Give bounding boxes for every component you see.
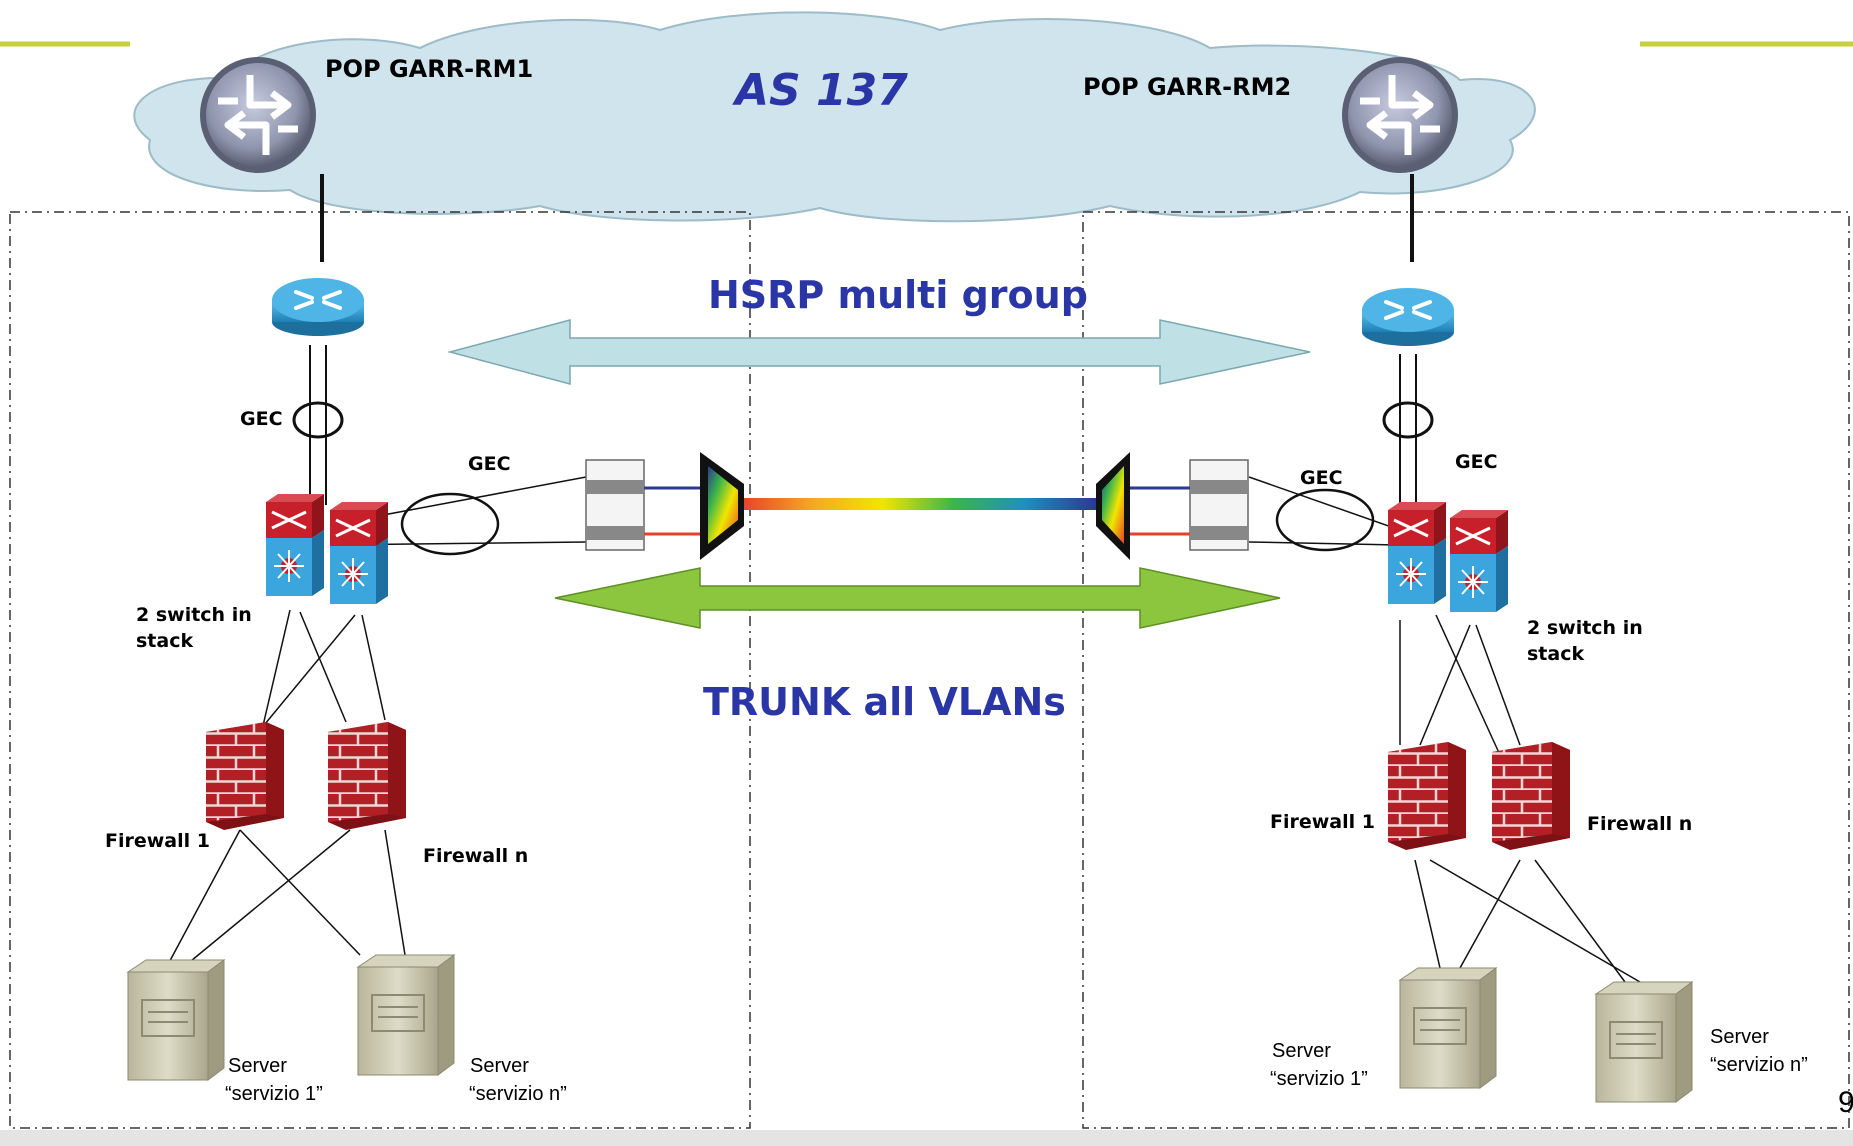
footer-band — [0, 1130, 1853, 1146]
optical-module-right — [1189, 459, 1249, 551]
left-server-n-label-2: “servizio n” — [469, 1083, 567, 1105]
cisco-router-left-icon — [270, 276, 366, 338]
dwdm-fiber-link — [740, 498, 1096, 510]
left-server-1-label-2: “servizio 1” — [225, 1083, 323, 1105]
switch-stack-left-icon — [264, 492, 390, 606]
cloud — [133, 11, 1536, 223]
pop-left-label: POP GARR-RM1 — [325, 55, 533, 83]
right-lower-links — [1399, 614, 1641, 983]
left-server-1-label-1: Server — [228, 1055, 287, 1077]
right-switch-stack-label-2: stack — [1527, 643, 1584, 665]
optical-module-left — [585, 459, 645, 551]
juniper-router-left-icon — [200, 57, 316, 173]
right-server-1-label-2: “servizio 1” — [1270, 1068, 1368, 1090]
firewall-1-right-icon — [1388, 742, 1466, 850]
hsrp-arrow — [447, 319, 1311, 385]
dwdm-prism-left-icon — [700, 452, 744, 560]
switch-mux-links-right — [1248, 476, 1401, 546]
firewall-1-left-icon — [206, 722, 284, 830]
dwdm-prism-right-icon — [1096, 452, 1130, 560]
trunk-arrow — [554, 567, 1281, 629]
server-1-right-icon — [1399, 967, 1497, 1089]
left-server-n-label-1: Server — [470, 1055, 529, 1077]
left-switch-stack-label-1: 2 switch in — [136, 604, 252, 626]
as-number-label: AS 137 — [732, 65, 908, 116]
pop-right-label: POP GARR-RM2 — [1083, 73, 1291, 101]
right-server-n-label-1: Server — [1710, 1026, 1769, 1048]
gec-ring-right — [1382, 401, 1434, 439]
server-1-left-icon — [127, 959, 225, 1081]
switch-stack-right-icon — [1386, 500, 1510, 614]
server-n-left-icon — [357, 954, 455, 1076]
right-firewall-1-label: Firewall 1 — [1270, 811, 1375, 833]
trunk-label: TRUNK all VLANs — [703, 680, 1066, 724]
left-lower-links — [164, 609, 406, 971]
gec-ring-left — [292, 401, 344, 439]
right-firewall-n-label: Firewall n — [1587, 813, 1692, 835]
left-site-box — [9, 211, 751, 1129]
router-switch-links-left — [309, 345, 327, 512]
right-site-box — [1082, 211, 1850, 1129]
left-firewall-1-label: Firewall 1 — [105, 830, 210, 852]
gec-link-ring-left — [400, 492, 500, 556]
page-number: 9 — [1838, 1086, 1853, 1119]
right-server-n-label-2: “servizio n” — [1710, 1054, 1808, 1076]
right-gec-router-label: GEC — [1455, 451, 1498, 473]
left-switch-stack-label-2: stack — [136, 630, 193, 652]
left-firewall-n-label: Firewall n — [423, 845, 528, 867]
gec-link-ring-right — [1275, 488, 1375, 552]
left-gec-link-label: GEC — [468, 453, 511, 475]
firewall-n-right-icon — [1492, 742, 1570, 850]
right-switch-stack-label-1: 2 switch in — [1527, 617, 1643, 639]
left-gec-router-label: GEC — [240, 408, 283, 430]
firewall-n-left-icon — [328, 722, 406, 830]
right-server-1-label-1: Server — [1272, 1040, 1331, 1062]
server-n-right-icon — [1595, 981, 1693, 1103]
right-gec-link-label: GEC — [1300, 467, 1343, 489]
hsrp-label: HSRP multi group — [708, 273, 1088, 317]
cisco-router-right-icon — [1360, 286, 1456, 348]
juniper-router-right-icon — [1342, 57, 1458, 173]
